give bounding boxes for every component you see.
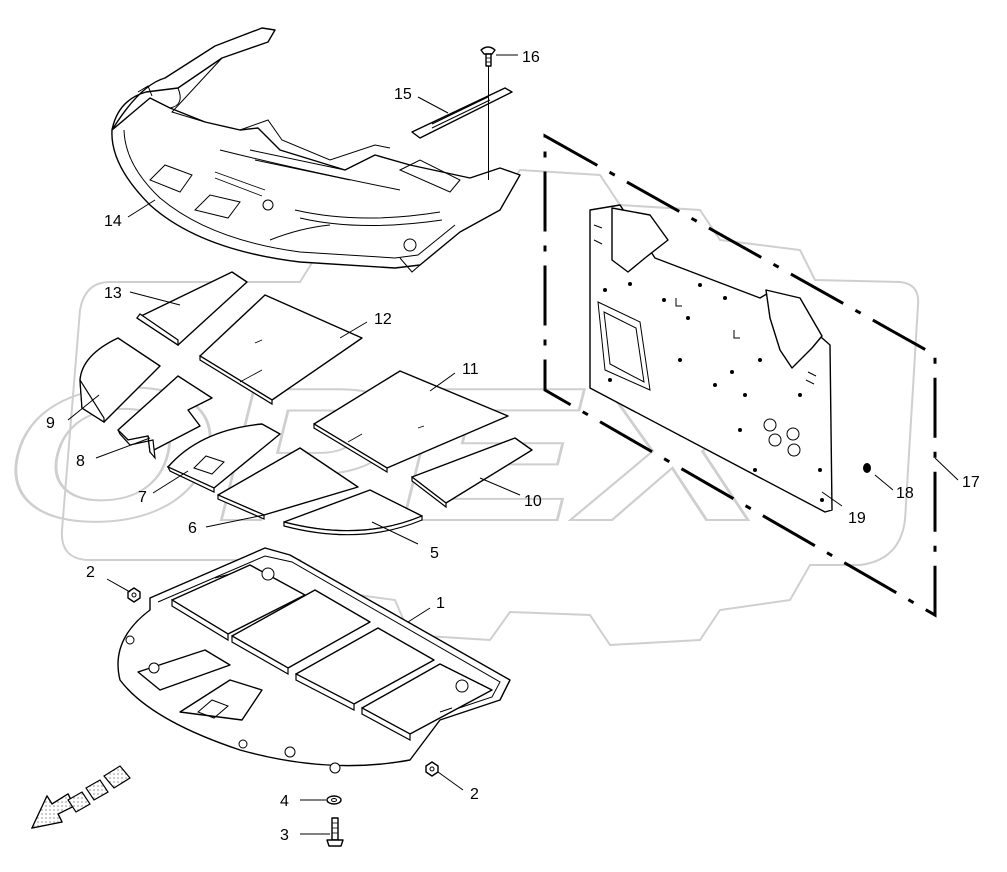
pad-part-7	[166, 423, 281, 493]
callout-16: 16	[522, 49, 540, 66]
panel-frame-part-17	[543, 133, 937, 618]
direction-arrow-icon	[30, 765, 131, 829]
callout-12: 12	[374, 311, 392, 328]
pad-part-6	[217, 447, 359, 520]
callout-labels: 1 2 2 3 4 5 6 7 8 9 10 11 12 13 14 15 16…	[46, 49, 980, 844]
pad-part-5	[283, 489, 423, 536]
pad-part-13	[136, 271, 248, 347]
bolt-part-3	[326, 817, 344, 847]
callout-2-lower: 2	[470, 786, 479, 803]
pad-part-11	[313, 370, 509, 474]
nut-part-2-upper	[127, 587, 141, 603]
callout-8: 8	[76, 453, 85, 470]
callout-19: 19	[848, 510, 866, 527]
callout-9: 9	[46, 415, 55, 432]
base-plate-part-1	[117, 547, 511, 774]
pad-part-12	[199, 294, 363, 406]
callout-14: 14	[104, 213, 122, 230]
callout-18: 18	[896, 485, 914, 502]
pad-part-10	[411, 437, 533, 509]
callout-7: 7	[138, 489, 147, 506]
callout-4: 4	[280, 793, 289, 810]
callout-1: 1	[436, 595, 445, 612]
pad-part-8	[117, 375, 213, 460]
callout-6: 6	[188, 520, 197, 537]
callout-3: 3	[280, 827, 289, 844]
callout-5: 5	[430, 545, 439, 562]
callout-2-upper: 2	[86, 564, 95, 581]
nut-part-2-lower	[425, 761, 439, 777]
callout-11: 11	[462, 361, 479, 378]
name-plate-part-15	[411, 87, 513, 139]
screw-part-16	[480, 46, 496, 180]
watermark-gear	[60, 168, 920, 647]
panel-part-19	[589, 204, 833, 513]
plug-part-18	[863, 463, 871, 473]
callout-17: 17	[962, 474, 980, 491]
callout-13: 13	[104, 285, 122, 302]
top-cover-part-14	[111, 27, 521, 273]
callout-15: 15	[394, 86, 412, 103]
washer-part-4	[326, 795, 342, 805]
callout-10: 10	[524, 493, 542, 510]
leader-lines	[67, 54, 894, 835]
